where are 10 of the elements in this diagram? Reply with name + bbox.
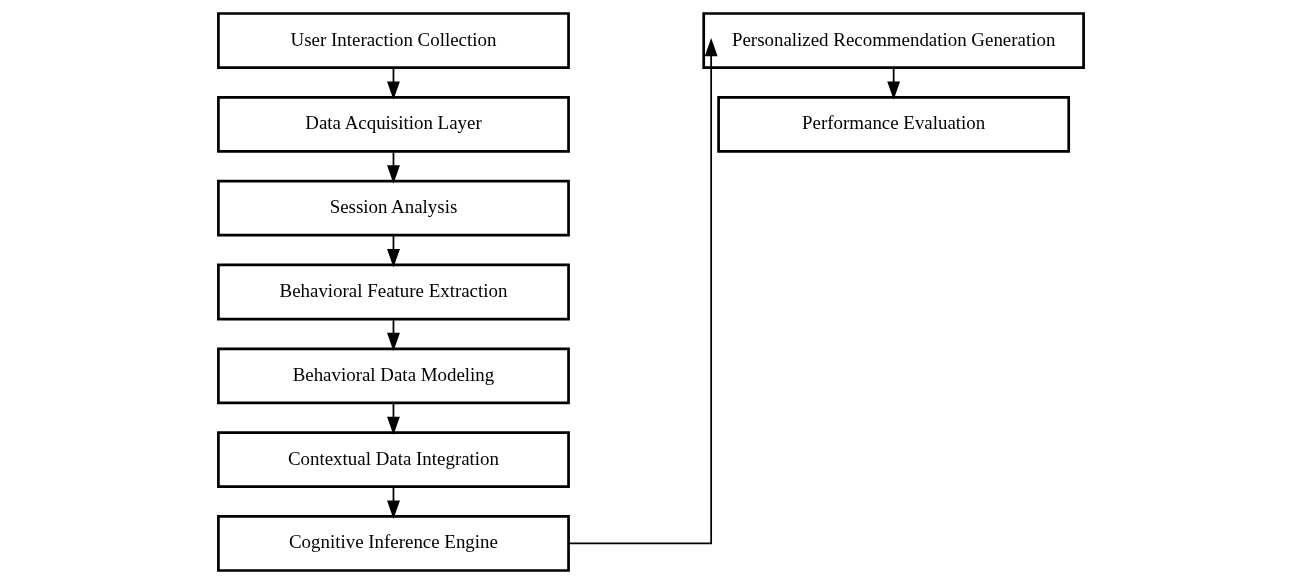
node-box: Behavioral Data Modeling [216,347,570,405]
node-box: Session Analysis [216,179,570,237]
node-box: Contextual Data Integration [216,431,570,489]
arrow [886,67,900,100]
node-box: Cognitive Inference Engine [216,515,570,572]
node-box: Behavioral Feature Extraction [216,263,570,321]
node-box: Performance Evaluation [716,96,1070,153]
node-box: Data Acquisition Layer [216,96,570,153]
arrow [567,37,718,545]
node-box: User Interaction Collection [216,12,570,69]
